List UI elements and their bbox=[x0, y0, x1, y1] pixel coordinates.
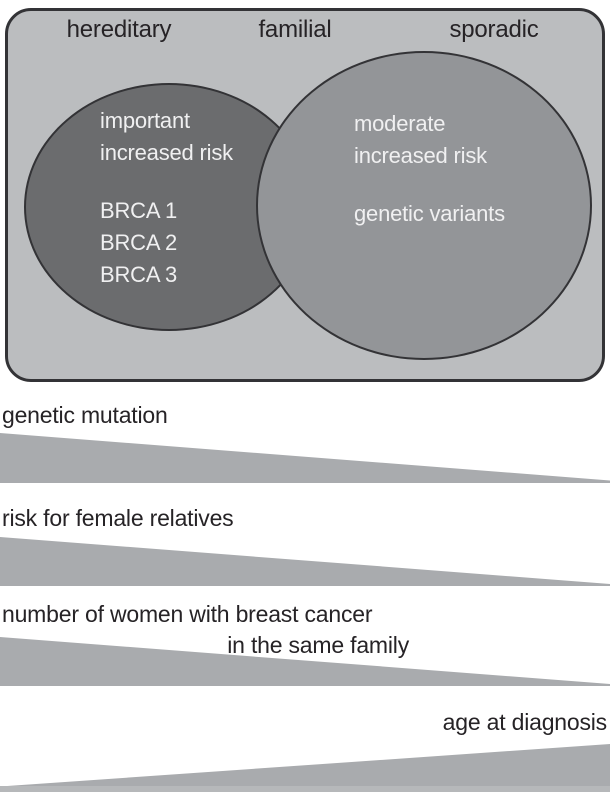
gene-item: BRCA 3 bbox=[100, 262, 178, 287]
baseline-bar bbox=[0, 786, 610, 792]
scale-wedge-risk-female-relatives bbox=[0, 537, 610, 586]
wedge-shape-increasing bbox=[0, 744, 610, 787]
scale-wedge-number-of-women bbox=[0, 637, 610, 686]
hereditary-caption-line1: important bbox=[100, 108, 190, 133]
wedge-shape-decreasing bbox=[0, 637, 610, 686]
gene-item: BRCA 2 bbox=[100, 230, 178, 255]
sporadic-caption-line1: moderate bbox=[354, 111, 446, 136]
sporadic-caption-line2: increased risk bbox=[354, 143, 487, 168]
hereditary-circle-genes: BRCA 1 BRCA 2 BRCA 3 bbox=[100, 195, 177, 291]
scale-label-number-of-women: number of women with breast cancer bbox=[2, 601, 373, 627]
region-label-familial: familial bbox=[258, 16, 332, 43]
gene-item: BRCA 1 bbox=[100, 198, 178, 223]
sporadic-circle-caption: moderate increased risk bbox=[354, 108, 487, 172]
wedge-shape-decreasing bbox=[0, 433, 610, 483]
scale-label-genetic-mutation: genetic mutation bbox=[2, 402, 168, 428]
region-label-sporadic: sporadic bbox=[449, 16, 539, 43]
region-label-hereditary: hereditary bbox=[66, 16, 172, 43]
sporadic-circle bbox=[256, 51, 592, 360]
scale-label-number-of-women-line2: in the same family bbox=[227, 632, 409, 658]
hereditary-caption-line2: increased risk bbox=[100, 140, 233, 165]
hereditary-circle-caption: important increased risk bbox=[100, 105, 233, 169]
variant-item: genetic variants bbox=[354, 201, 505, 226]
scale-label-age-at-diagnosis: age at diagnosis bbox=[442, 709, 608, 735]
sporadic-circle-variants: genetic variants bbox=[354, 198, 505, 230]
scale-label-risk-female-relatives: risk for female relatives bbox=[2, 505, 234, 531]
wedge-shape-decreasing bbox=[0, 537, 610, 586]
scale-wedge-age-at-diagnosis bbox=[0, 744, 610, 792]
scale-wedge-genetic-mutation bbox=[0, 433, 610, 483]
